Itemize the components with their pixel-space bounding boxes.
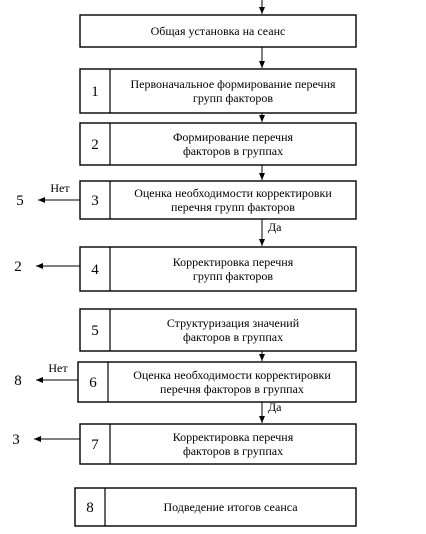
box-frame [79,14,357,48]
step-text-line: Подведение итогов сеанса [163,500,298,514]
step-number: 8 [86,500,94,516]
step-text-line: Оценка необходимости корректировки [134,186,332,200]
box-frame [79,68,357,114]
step-number: 6 [89,375,97,391]
exit-target: 5 [16,193,24,209]
box-frame [79,308,357,352]
step-text-line: Формирование перечня [173,130,294,144]
step-text-line: Корректировка перечня [173,430,294,444]
step-text-line: факторов в группах [183,144,283,158]
step-number: 2 [91,137,99,153]
step-text-line: Структуризация значений [167,316,300,330]
step-number: 4 [91,262,99,278]
step-text-line: перечня групп факторов [171,200,295,214]
step-number: 1 [91,84,99,100]
box-frame [79,246,357,292]
step-box-3: 3 Оценка необходимости корректировкипереч… [79,180,357,220]
step-text-line: факторов в группах [183,330,283,344]
step-text-line: групп факторов [193,91,273,105]
step-text-line: групп факторов [193,269,273,283]
box-frame [74,487,357,527]
exit-label-no: Нет [48,361,68,375]
step-text-line: Первоначальное формирование перечня [130,77,336,91]
box-frame [77,361,357,403]
yes-label: Да [268,400,282,414]
exit-target: 3 [12,432,20,448]
step-box-start: Общая установка на сеанс [79,14,357,48]
box-frame [79,423,357,465]
step-text-line: Корректировка перечня [173,255,294,269]
step-number: 3 [91,193,99,209]
step-box-6: 6 Оценка необходимости корректировкипереч… [77,361,357,403]
exit-target: 8 [14,373,22,389]
yes-label: Да [268,220,282,234]
exit-label-no: Нет [50,181,70,195]
box-frame [79,122,357,166]
boxes: Общая установка на сеанс 1 Первоначальное … [74,14,357,527]
exit-target: 2 [14,259,22,275]
step-text-line: перечня факторов в группах [160,382,304,396]
step-text-line: факторов в группах [183,444,283,458]
step-text-line: Общая установка на сеанс [151,24,286,38]
connectors [34,0,265,442]
step-number: 7 [91,437,99,453]
step-box-1: 1 Первоначальное формирование перечнягруп… [79,68,357,114]
box-frame [79,180,357,220]
step-number: 5 [91,323,99,339]
step-text-line: Оценка необходимости корректировки [133,368,331,382]
step-box-8: 8 Подведение итогов сеанса [74,487,357,527]
